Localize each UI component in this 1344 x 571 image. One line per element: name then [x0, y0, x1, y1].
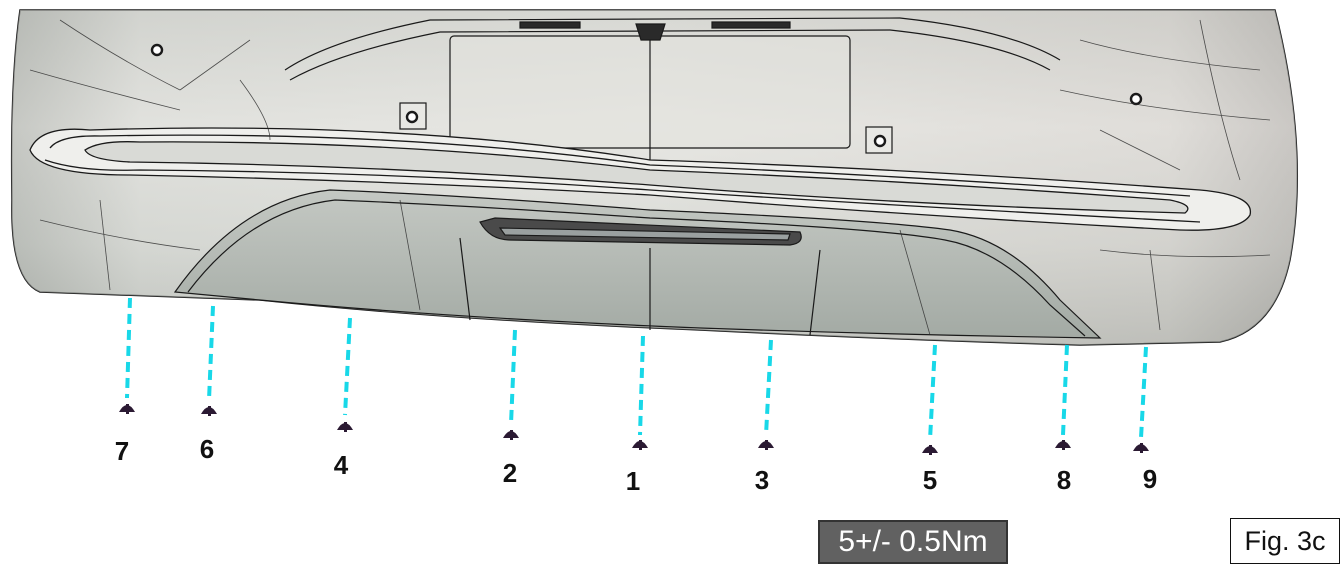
guide-line-2: [509, 329, 517, 425]
screw-label-9: 9: [1142, 464, 1158, 494]
torque-spec-label: 5+/- 0.5Nm: [818, 520, 1008, 564]
screw-label-2: 2: [502, 458, 518, 488]
screw-icon: [1055, 440, 1071, 450]
screw-icon: [632, 440, 648, 450]
screw-label-6: 6: [199, 434, 215, 464]
screw-icon: [922, 445, 938, 455]
screw-heads: [119, 404, 1149, 455]
screw-icon: [337, 422, 353, 432]
screw-icon: [758, 440, 774, 450]
license-plate-recess: [150, 17, 1143, 165]
screw-label-8: 8: [1056, 465, 1072, 495]
guide-line-7: [125, 297, 132, 399]
screw-icon: [119, 404, 135, 414]
guide-line-9: [1139, 346, 1148, 439]
lower-diffuser: [173, 189, 1102, 339]
guide-line-1: [638, 335, 645, 436]
guide-line-6: [207, 305, 215, 401]
figure-label: Fig. 3c: [1230, 518, 1340, 564]
screw-label-3: 3: [754, 465, 770, 495]
surface-wireframe: [29, 19, 1271, 336]
chrome-strip: [29, 127, 1252, 231]
guide-line-3: [764, 339, 773, 436]
screw-icon: [201, 406, 217, 416]
guide-line-8: [1061, 344, 1069, 436]
guide-line-4: [343, 317, 352, 416]
screw-icon: [1133, 443, 1149, 453]
screw-label-1: 1: [625, 466, 641, 496]
guide-line-5: [928, 344, 937, 441]
screw-label-5: 5: [922, 465, 938, 495]
guide-lines: [125, 297, 1148, 441]
screw-label-4: 4: [333, 450, 349, 480]
screw-icon: [503, 430, 519, 440]
screw-label-7: 7: [114, 436, 130, 466]
